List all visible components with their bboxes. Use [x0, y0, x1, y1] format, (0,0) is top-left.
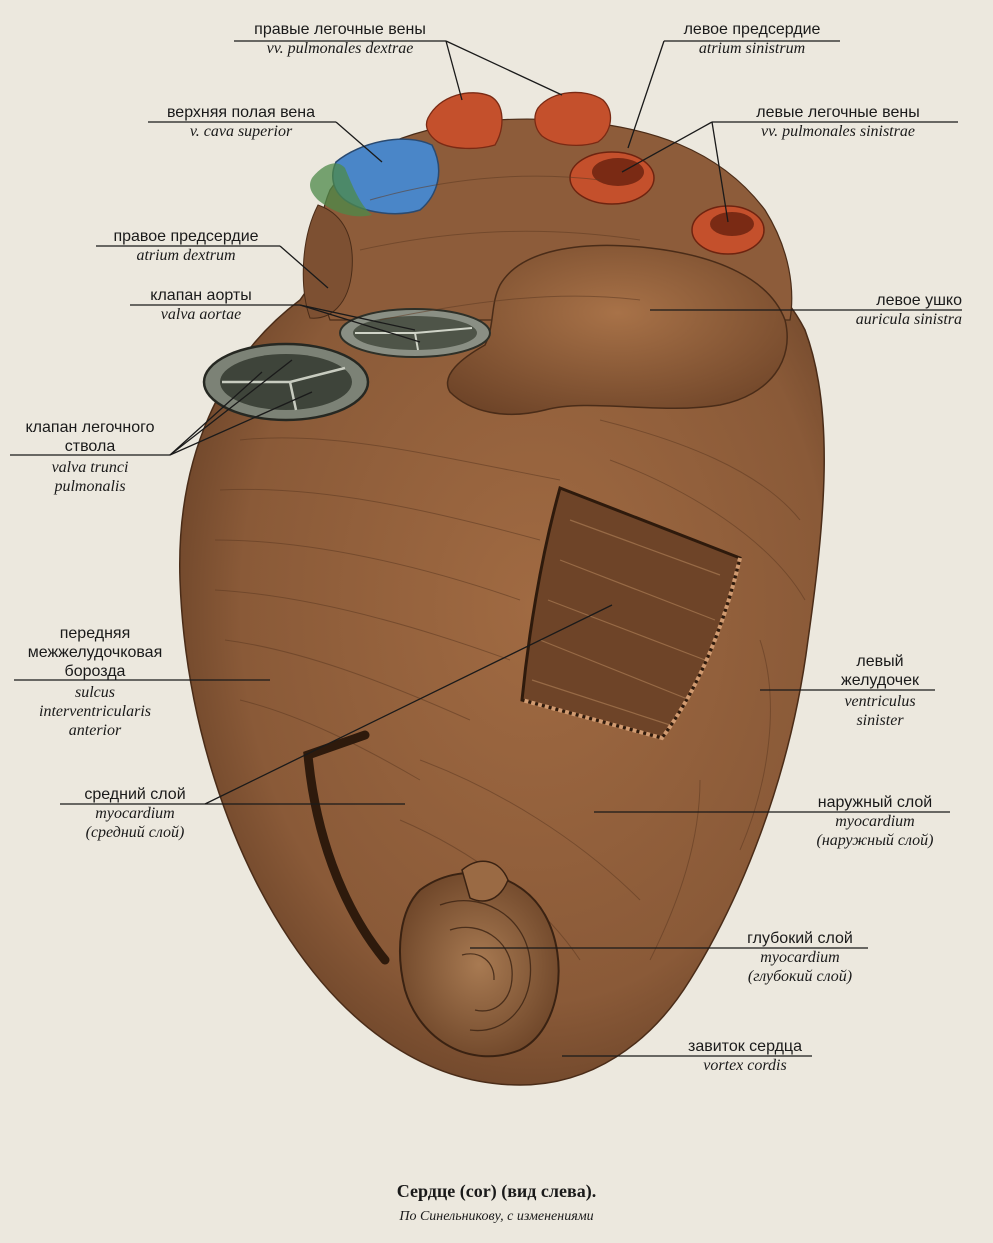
label-ru: левое предсердие [683, 21, 821, 38]
label-right-pulmonary-veins: правые легочные вены vv. pulmonales dext… [210, 20, 470, 58]
label-ru: наружный слой [817, 794, 933, 811]
label-la: myocardium [835, 813, 915, 830]
label-vortex: завиток сердца vortex cordis [660, 1037, 830, 1075]
left-pulmonary-vein-lower-lumen [710, 212, 754, 236]
label-ru: глубокий слой [747, 930, 853, 947]
window-fibers [531, 519, 721, 726]
label-ru: передняя [59, 625, 131, 642]
label-la: (средний слой) [85, 824, 185, 841]
label-la: sulcus [75, 684, 115, 701]
label-superior-vena-cava: верхняя полая вена v. cava superior [130, 103, 352, 141]
label-la: ventriculus [844, 693, 916, 710]
label-ru: желудочек [841, 672, 919, 689]
label-outer-layer: наружный слой myocardium (наружный слой) [780, 793, 970, 850]
label-la: v. cava superior [189, 123, 293, 140]
label-la: anterior [68, 722, 122, 739]
label-aortic-valve: клапан аорты valva aortae [116, 286, 286, 324]
label-ru: завиток сердца [688, 1038, 802, 1055]
left-auricle [446, 244, 788, 416]
figure-caption-title: Сердце (cor) (вид слева). [396, 1181, 597, 1201]
label-la: sinister [856, 712, 904, 729]
pulmonary-valve-cusps [222, 366, 346, 411]
label-ru: клапан аорты [150, 287, 252, 304]
label-left-ventricle: левый желудочек ventriculus sinister [800, 652, 960, 730]
deep-layer-flap [461, 860, 509, 902]
leader-lines [10, 40, 962, 1057]
muscle-fibers [214, 175, 806, 961]
label-left-pulmonary-veins: левые легочные вены vv. pulmonales sinis… [718, 103, 958, 141]
label-ru: верхняя полая вена [166, 104, 316, 121]
vortex-spiral [439, 900, 532, 1032]
label-la: (глубокий слой) [747, 968, 853, 985]
label-ru: борозда [64, 663, 126, 680]
label-ru: ствола [64, 438, 116, 455]
label-ru: правые легочные вены [254, 21, 426, 38]
right-atrium [302, 204, 353, 319]
window-cut-edge [521, 557, 742, 741]
label-la: myocardium [760, 949, 840, 966]
label-pulmonary-valve: клапан легочного ствола valva trunci pul… [0, 418, 180, 496]
label-la: vv. pulmonales sinistrae [761, 123, 915, 140]
label-anterior-sulcus: передняя межжелудочковая борозда sulcus … [0, 624, 190, 740]
label-la: valva trunci [51, 459, 129, 476]
label-la: atrium dextrum [136, 247, 236, 264]
label-la: pulmonalis [54, 478, 126, 495]
label-ru: межжелудочковая [27, 644, 163, 661]
label-ru: средний слой [84, 786, 186, 803]
label-ru: левые легочные вены [756, 104, 920, 121]
label-middle-layer: средний слой myocardium (средний слой) [40, 785, 230, 842]
right-pulmonary-vein-1 [425, 92, 503, 150]
label-la: (наружный слой) [816, 832, 934, 849]
label-la: auricula sinistra [855, 311, 962, 328]
label-la: vortex cordis [703, 1057, 787, 1074]
figure-caption-subtitle: По Синельникову, с изменениями [399, 1209, 594, 1224]
label-ru: правое предсердие [113, 228, 259, 245]
label-la: vv. pulmonales dextrae [266, 40, 414, 57]
label-ru: левое ушко [876, 292, 962, 309]
label-left-atrium: левое предсердие atrium sinistrum [652, 20, 852, 58]
label-la: myocardium [95, 805, 175, 822]
label-la: valva aortae [160, 306, 242, 323]
label-ru: клапан легочного [25, 419, 155, 436]
label-la: atrium sinistrum [698, 40, 806, 57]
left-pulmonary-vein-upper-lumen [592, 158, 644, 186]
deep-layer-vortex [399, 871, 560, 1058]
label-deep-layer: глубокий слой myocardium (глубокий слой) [710, 929, 890, 986]
vena-cava-green-edge [310, 163, 372, 217]
label-right-atrium: правое предсердие atrium dextrum [86, 227, 286, 265]
label-left-auricle: левое ушко auricula sinistra [762, 291, 962, 329]
label-ru: левый [856, 653, 904, 670]
label-la: interventricularis [39, 703, 151, 720]
right-pulmonary-vein-2 [534, 91, 612, 147]
middle-layer-strip [303, 730, 390, 965]
